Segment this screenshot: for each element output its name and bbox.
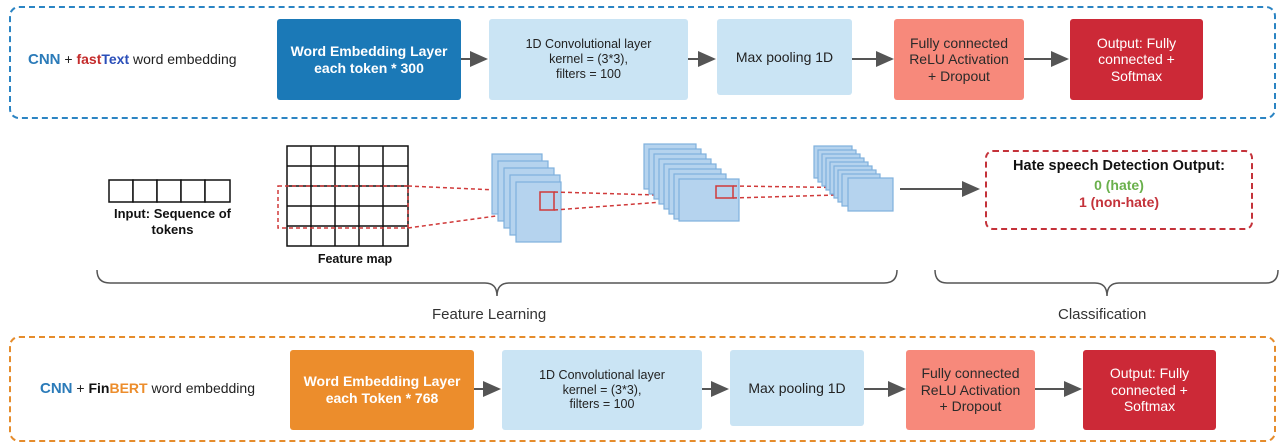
pool-kernel-box xyxy=(715,185,734,199)
cnn-text: CNN xyxy=(28,51,61,68)
output-title: Hate speech Detection Output: xyxy=(1013,158,1225,174)
model-rest-text: word embedding xyxy=(129,51,237,67)
bottom-embedding-line1: Word Embedding Layer xyxy=(303,373,461,390)
bottom-fc-line2: ReLU Activation xyxy=(920,381,1021,398)
top-embedding-line1: Word Embedding Layer xyxy=(290,42,448,59)
bottom-out-line2: connected + xyxy=(1111,381,1188,398)
top-pool-layer: Max pooling 1D xyxy=(717,19,852,95)
top-model-label: CNN + fastText word embedding xyxy=(28,51,237,68)
finbert-fin-text: Fin xyxy=(88,380,110,396)
top-fc-line3: + Dropout xyxy=(928,67,990,84)
bottom-fc-line1: Fully connected xyxy=(921,365,1020,382)
input-label-line2: tokens xyxy=(151,221,194,237)
top-out-line1: Output: Fully xyxy=(1096,34,1177,51)
hate-speech-output-box: Hate speech Detection Output: 0 (hate) 1… xyxy=(985,150,1253,230)
output-class-nonhate: 1 (non-hate) xyxy=(1078,194,1160,210)
top-fc-line1: Fully connected xyxy=(909,34,1009,51)
feature-map-grid xyxy=(286,145,409,247)
plus-text: + xyxy=(60,51,77,67)
bottom-out-line1: Output: Fully xyxy=(1109,365,1190,382)
bottom-pool-layer: Max pooling 1D xyxy=(730,350,864,426)
fasttext-pipeline-frame xyxy=(9,6,1276,119)
feature-learning-brace xyxy=(96,269,898,297)
pooling-feature-maps xyxy=(643,143,740,222)
model-rest-text: word embedding xyxy=(147,380,255,396)
top-conv-line2: kernel = (3*3), xyxy=(549,52,628,67)
top-conv-line1: 1D Convolutional layer xyxy=(525,37,652,52)
input-label-line1: Input: Sequence of xyxy=(114,206,231,221)
conv-feature-maps xyxy=(491,153,562,243)
bottom-conv-line1: 1D Convolutional layer xyxy=(539,367,665,382)
finbert-bert-text: BERT xyxy=(109,380,148,396)
bottom-embedding-line2: each Token * 768 xyxy=(325,390,439,406)
input-sequence-cells xyxy=(108,179,231,203)
top-out-line2: connected + xyxy=(1098,51,1175,68)
classification-brace xyxy=(934,269,1279,297)
cnn-text: CNN xyxy=(40,380,73,397)
top-embedding-line2: each token * 300 xyxy=(314,59,424,76)
finbert-pipeline-frame xyxy=(9,336,1276,442)
bottom-model-label: CNN + FinBERT word embedding xyxy=(40,380,255,397)
kernel-highlight xyxy=(277,185,541,229)
classification-label: Classification xyxy=(1058,306,1147,323)
final-feature-maps xyxy=(813,145,894,212)
bottom-conv-line2: kernel = (3*3), xyxy=(562,382,642,397)
top-conv-line3: filters = 100 xyxy=(556,66,621,81)
top-pool-text: Max pooling 1D xyxy=(735,48,834,65)
bottom-out-line3: Softmax xyxy=(1123,398,1176,415)
bottom-conv-line3: filters = 100 xyxy=(569,397,635,412)
feature-learning-label: Feature Learning xyxy=(432,306,547,323)
feature-map-label: Feature map xyxy=(317,252,393,266)
output-class-hate: 0 (hate) xyxy=(1094,177,1144,193)
bottom-fc-line3: + Dropout xyxy=(939,398,1002,415)
plus-text: + xyxy=(72,380,89,396)
top-out-line3: Softmax xyxy=(1110,67,1163,84)
input-label: Input: Sequence of tokens xyxy=(100,206,245,237)
fasttext-fast-text: fast xyxy=(76,51,102,67)
top-fc-line2: ReLU Activation xyxy=(909,51,1009,68)
fasttext-text-text: Text xyxy=(101,51,130,67)
bottom-pool-text: Max pooling 1D xyxy=(748,379,846,396)
conv-kernel-box xyxy=(539,191,555,211)
